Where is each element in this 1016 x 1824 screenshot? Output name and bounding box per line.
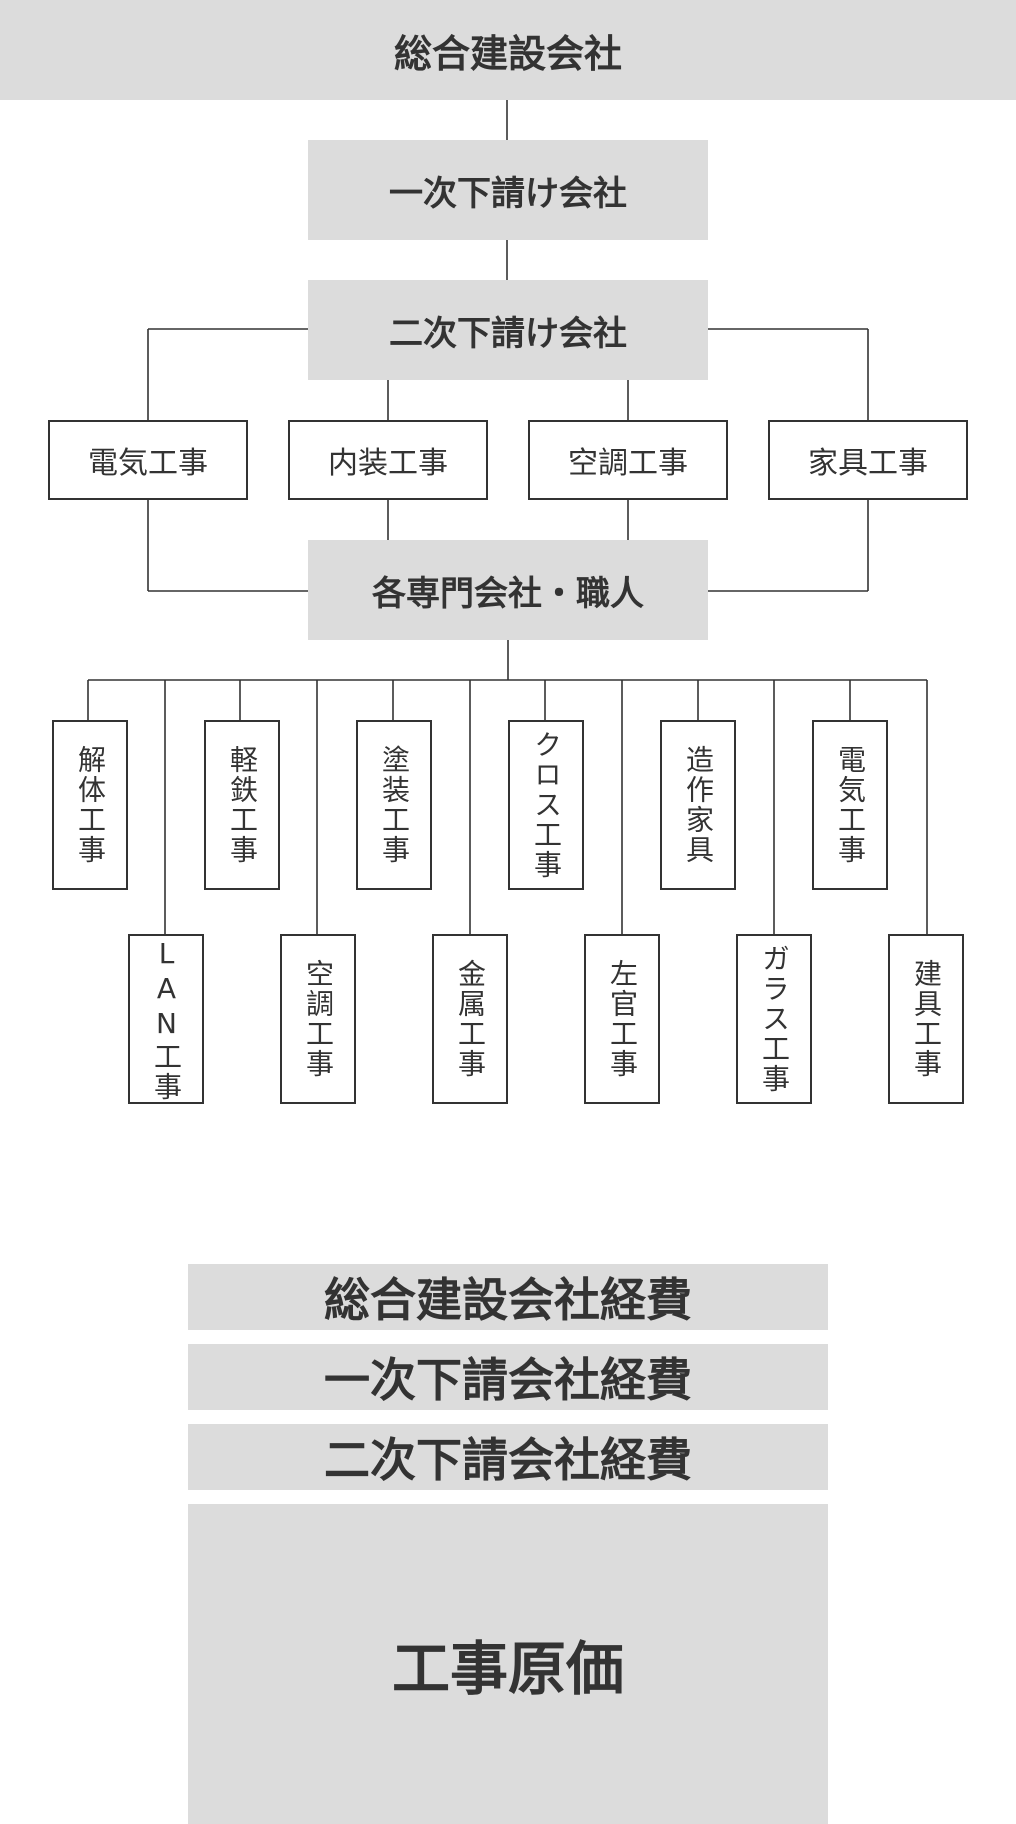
cost-label: 二次下請会社経費: [324, 1433, 692, 1487]
trade-box: 金属工事: [432, 934, 508, 1104]
category-box-hvac: 空調工事: [528, 420, 728, 500]
trade-box: ガラス工事: [736, 934, 812, 1104]
cost-row-second-subcontractor: 二次下請会社経費: [188, 1424, 828, 1490]
trade-label: 解体工事: [74, 745, 107, 865]
cost-label: 総合建設会社経費: [324, 1273, 692, 1327]
trade-label: 塗装工事: [378, 745, 411, 865]
trade-box: 空調工事: [280, 934, 356, 1104]
category-label: 電気工事: [88, 446, 208, 481]
cost-row-general-contractor: 総合建設会社経費: [188, 1264, 828, 1330]
specialists-label: 各専門会社・職人: [372, 573, 644, 614]
category-label: 空調工事: [568, 446, 688, 481]
trade-label: 左官工事: [606, 959, 639, 1079]
construction-cost-label: 工事原価: [391, 1635, 624, 1703]
cost-label: 一次下請会社経費: [324, 1353, 692, 1407]
trade-label: 造作家具: [682, 745, 715, 865]
trade-label: 軽鉄工事: [226, 745, 259, 865]
trade-box: 塗装工事: [356, 720, 432, 890]
construction-cost-block: 工事原価: [188, 1504, 828, 1824]
trade-box: クロス工事: [508, 720, 584, 890]
trade-box: 左官工事: [584, 934, 660, 1104]
cost-row-first-subcontractor: 一次下請会社経費: [188, 1344, 828, 1410]
trade-box: 軽鉄工事: [204, 720, 280, 890]
trade-box: LAN工事: [128, 934, 204, 1104]
trade-label: 電気工事: [834, 745, 867, 865]
trade-label: クロス工事: [530, 730, 563, 880]
second-subcontractor-label: 二次下請け会社: [389, 313, 627, 354]
category-label: 家具工事: [808, 446, 928, 481]
trade-box: 造作家具: [660, 720, 736, 890]
category-box-electrical: 電気工事: [48, 420, 248, 500]
first-subcontractor-label: 一次下請け会社: [389, 173, 627, 214]
first-subcontractor-box: 一次下請け会社: [308, 140, 708, 240]
general-contractor-label: 総合建設会社: [393, 31, 622, 76]
trade-box: 電気工事: [812, 720, 888, 890]
trade-box: 解体工事: [52, 720, 128, 890]
trade-box: 建具工事: [888, 934, 964, 1104]
specialists-box: 各専門会社・職人: [308, 540, 708, 640]
trade-label: 金属工事: [454, 959, 487, 1079]
trade-label: ガラス工事: [758, 944, 791, 1094]
second-subcontractor-box: 二次下請け会社: [308, 280, 708, 380]
trade-label: 空調工事: [302, 959, 335, 1079]
category-box-furniture: 家具工事: [768, 420, 968, 500]
trade-label: 建具工事: [910, 959, 943, 1079]
category-label: 内装工事: [328, 446, 448, 481]
category-box-interior: 内装工事: [288, 420, 488, 500]
trade-label: LAN工事: [150, 936, 183, 1102]
general-contractor-box: 総合建設会社: [0, 0, 1016, 100]
